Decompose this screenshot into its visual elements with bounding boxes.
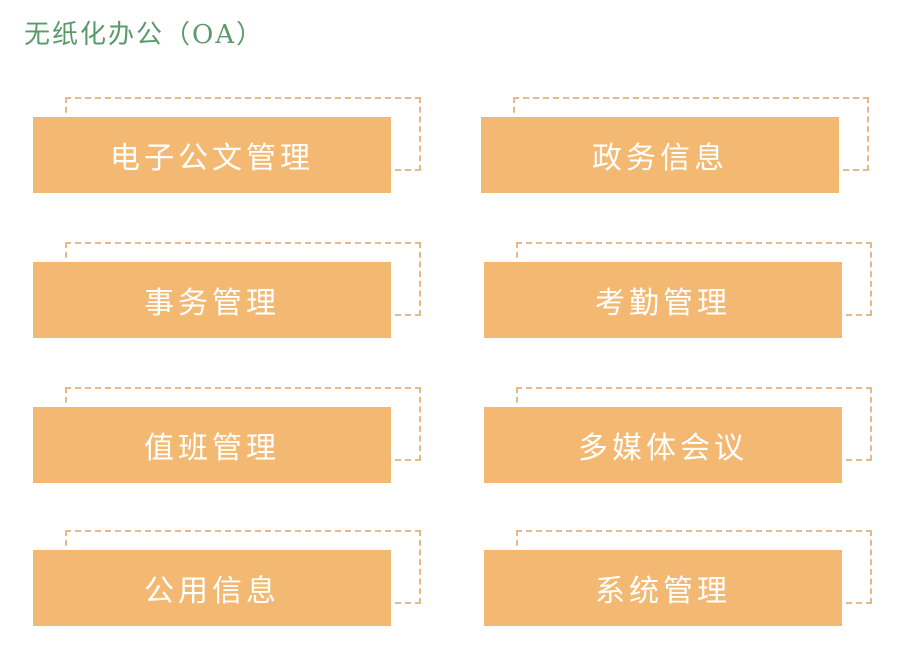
module-label: 系统管理 — [595, 574, 731, 609]
module-tile[interactable]: 多媒体会议 — [484, 407, 842, 483]
module-label: 值班管理 — [144, 431, 280, 466]
module-tile[interactable]: 系统管理 — [484, 550, 842, 626]
module-multimedia-meeting[interactable]: 多媒体会议 — [484, 387, 876, 485]
module-tile[interactable]: 值班管理 — [33, 407, 391, 483]
module-attendance[interactable]: 考勤管理 — [484, 242, 876, 340]
module-tile[interactable]: 公用信息 — [33, 550, 391, 626]
module-tile[interactable]: 事务管理 — [33, 262, 391, 338]
module-tile[interactable]: 政务信息 — [481, 117, 839, 193]
module-label: 多媒体会议 — [578, 431, 748, 466]
module-label: 公用信息 — [144, 574, 280, 609]
module-duty[interactable]: 值班管理 — [33, 387, 425, 485]
module-tile[interactable]: 考勤管理 — [484, 262, 842, 338]
module-label: 政务信息 — [592, 141, 728, 176]
module-system-management[interactable]: 系统管理 — [484, 530, 876, 628]
module-label: 事务管理 — [144, 286, 280, 321]
module-label: 考勤管理 — [595, 286, 731, 321]
module-label: 电子公文管理 — [110, 141, 314, 176]
module-affairs[interactable]: 事务管理 — [33, 242, 425, 340]
module-public-info[interactable]: 公用信息 — [33, 530, 425, 628]
page-title: 无纸化办公（OA） — [24, 20, 265, 50]
module-electronic-documents[interactable]: 电子公文管理 — [33, 97, 425, 195]
module-tile[interactable]: 电子公文管理 — [33, 117, 391, 193]
module-government-info[interactable]: 政务信息 — [481, 97, 873, 195]
